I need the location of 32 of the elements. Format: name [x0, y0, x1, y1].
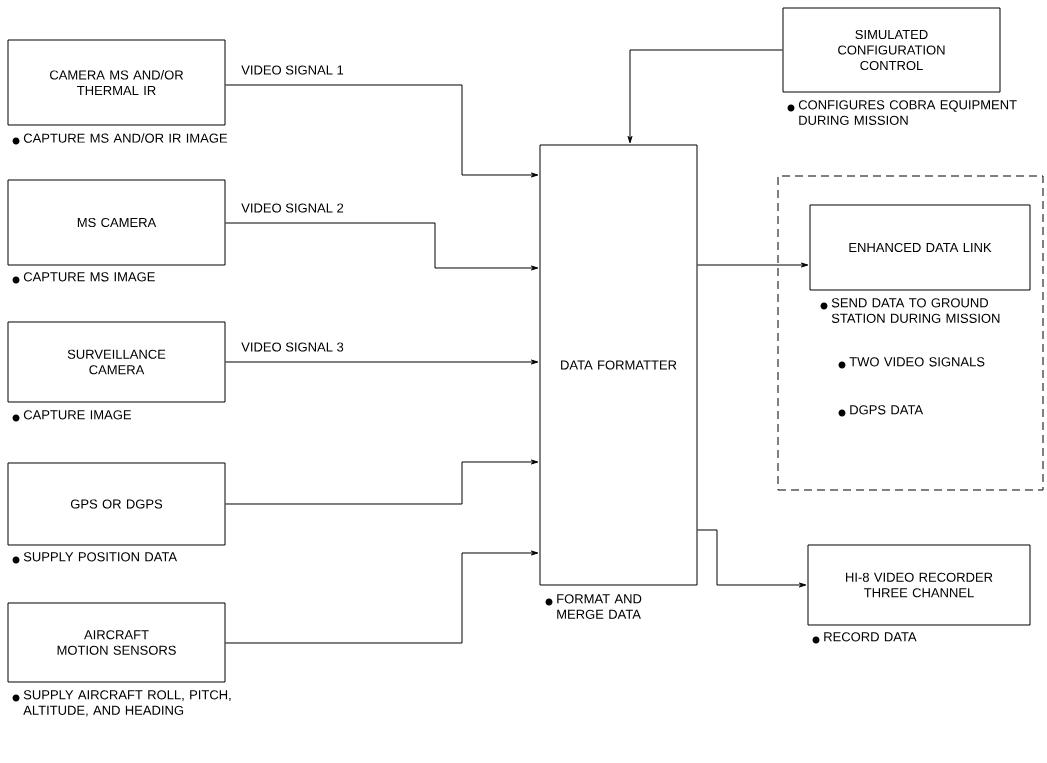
edge-label: VIDEO SIGNAL 1	[240, 64, 345, 76]
edge-label: VIDEO SIGNAL 2	[240, 202, 345, 214]
process-box: SURVEILLANCE CAMERA	[7, 321, 226, 403]
arrow	[697, 529, 807, 588]
bullet-note: FORMAT AND MERGE DATA	[545, 594, 642, 619]
bullet-note: CAPTURE MS IMAGE	[12, 272, 155, 284]
process-box: AIRCRAFT MOTION SENSORS	[7, 602, 226, 683]
bullet-note: RECORD DATA	[812, 632, 917, 644]
bullet-note: SUPPLY AIRCRAFT ROLL, PITCH, ALTITUDE, AND HEADING	[12, 690, 231, 717]
arrow	[225, 459, 539, 505]
bullet-note: CONFIGURES COBRA EQUIPMENT DURING MISSION	[787, 100, 1017, 125]
process-box: MS CAMERA	[7, 179, 226, 266]
arrow	[225, 222, 539, 271]
bullet-note: DGPS DATA	[838, 405, 924, 417]
process-box: HI-8 VIDEO RECORDER THREE CHANNEL	[807, 544, 1031, 626]
bullet-note: SEND DATA TO GROUND STATION DURING MISSION	[820, 298, 1000, 323]
process-box: SIMULATED CONFIGURATION CONTROL	[782, 7, 1001, 93]
process-box: DATA FORMATTER	[539, 144, 698, 586]
dashed-group-box	[777, 175, 1044, 491]
bullet-note: TWO VIDEO SIGNALS	[838, 357, 985, 369]
arrow	[225, 550, 539, 644]
bullet-note: SUPPLY POSITION DATA	[12, 552, 178, 564]
process-box: GPS OR DGPS	[7, 462, 226, 546]
arrow	[225, 84, 539, 178]
process-box: CAMERA MS AND/OR THERMAL IR	[7, 39, 226, 126]
edge-label: VIDEO SIGNAL 3	[240, 341, 345, 353]
arrow	[225, 359, 539, 365]
bullet-note: CAPTURE IMAGE	[12, 410, 131, 422]
arrow	[627, 49, 783, 144]
arrow	[697, 262, 809, 268]
process-box: ENHANCED DATA LINK	[809, 204, 1031, 291]
bullet-note: CAPTURE MS AND/OR IR IMAGE	[12, 133, 228, 145]
